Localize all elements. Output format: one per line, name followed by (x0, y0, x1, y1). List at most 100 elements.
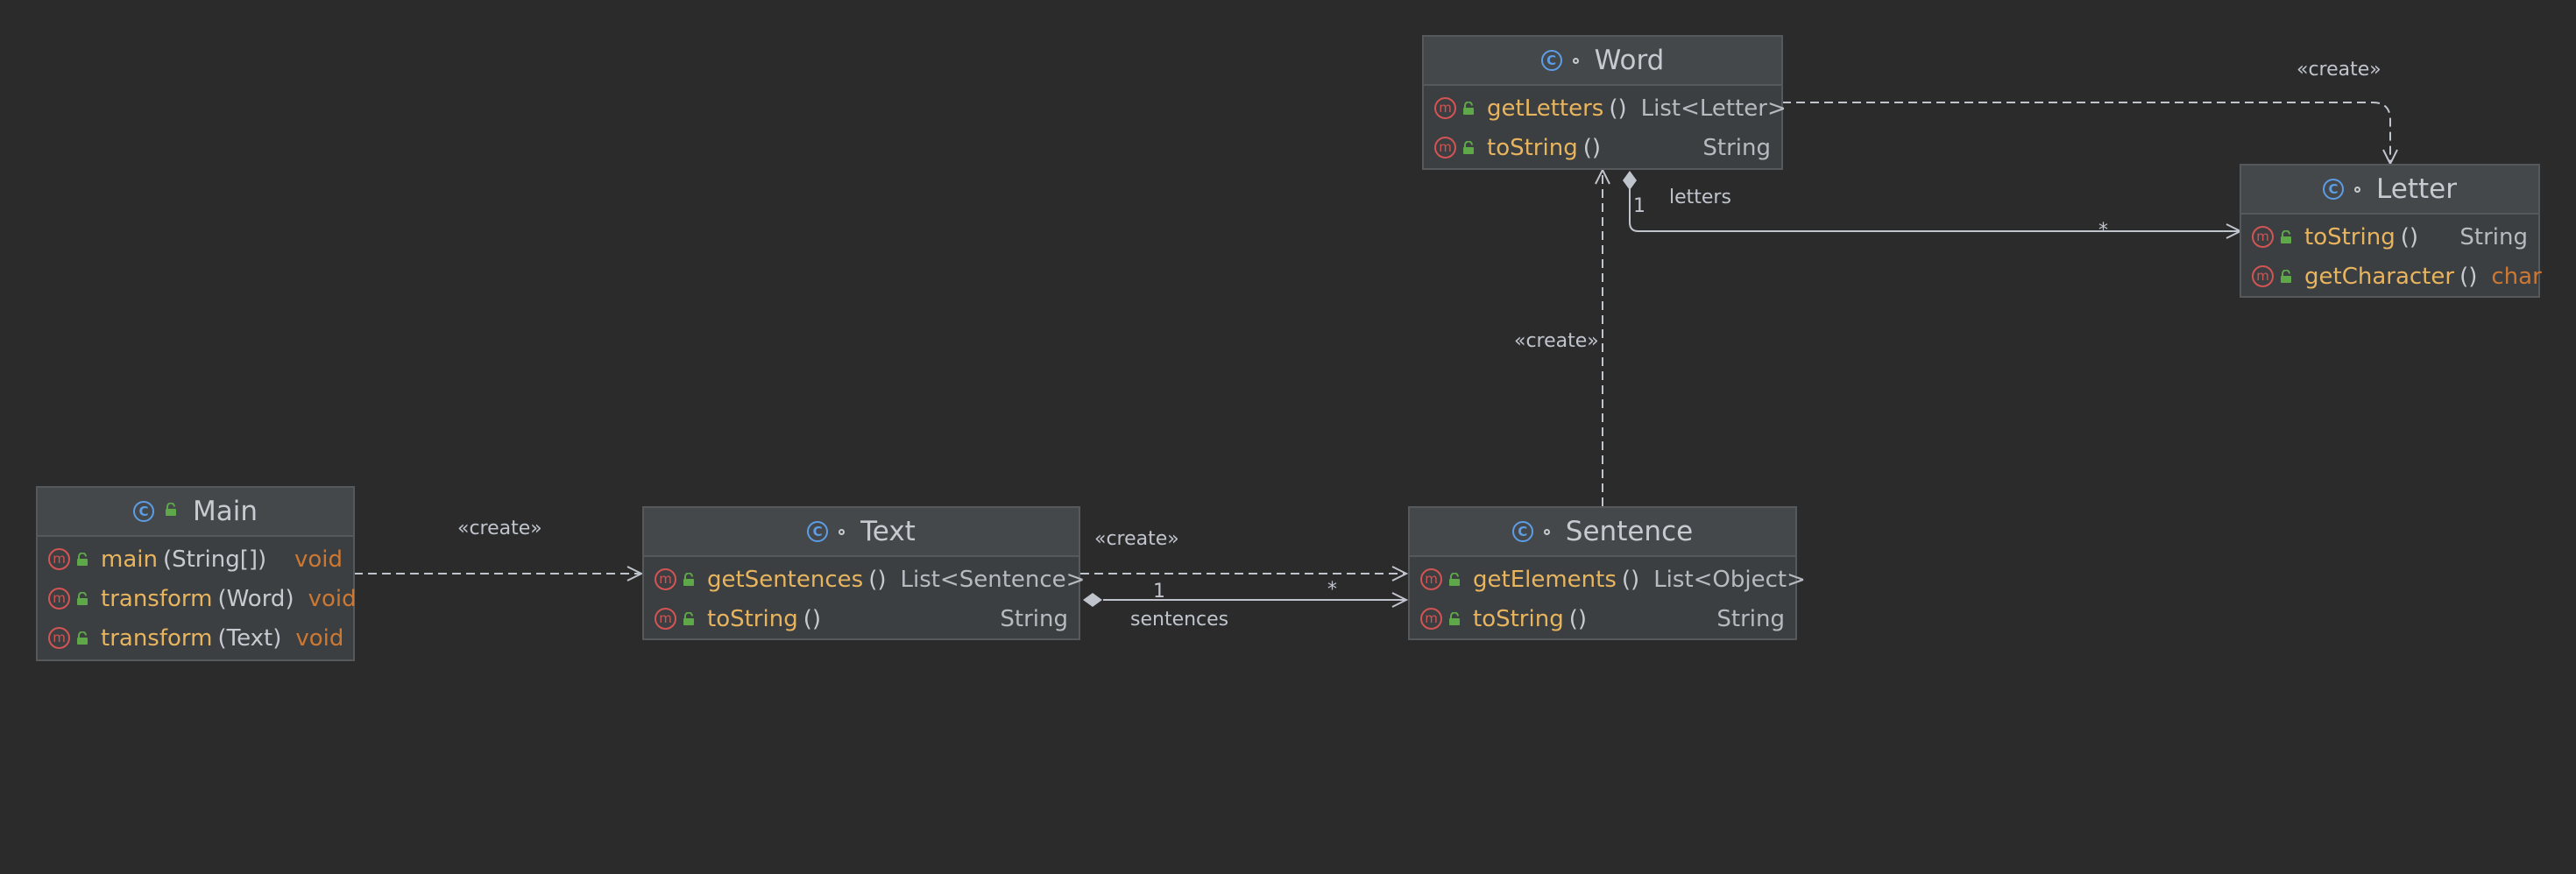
target-multiplicity: * (2098, 220, 2108, 242)
method-return-type: List<Letter> (1640, 95, 1787, 122)
public-lock-icon (1448, 606, 1461, 632)
composition-diamond (1083, 593, 1102, 607)
method-name: toString (707, 605, 798, 632)
edge-word-creates-letter: «create» (1782, 59, 2390, 164)
method-icon: m (2252, 226, 2274, 248)
method-name: getLetters (1487, 95, 1604, 122)
method-icon: m (655, 568, 676, 590)
method-name: toString (1487, 134, 1578, 161)
method-row[interactable]: m toString() String (644, 599, 1079, 638)
method-name: main (101, 546, 158, 573)
class-icon: C (132, 501, 154, 522)
role-label: sentences (1130, 609, 1228, 631)
public-lock-icon (683, 567, 695, 593)
class-icon: C (1540, 50, 1562, 71)
create-stereotype-label: «create» (1514, 330, 1599, 352)
class-icon: C (1511, 521, 1533, 542)
method-icon: m (48, 548, 70, 570)
method-name: toString (2304, 223, 2396, 250)
class-header: C Word (1424, 37, 1781, 86)
method-icon: m (48, 627, 70, 649)
create-stereotype-label: «create» (457, 518, 542, 539)
public-lock-icon (1462, 95, 1475, 122)
composition-line (1629, 189, 2240, 231)
dependency-line (1782, 102, 2390, 164)
class-name: Word (1594, 45, 1665, 76)
method-name: toString (1473, 605, 1564, 632)
method-icon: m (2252, 265, 2274, 287)
edge-text-sentences-composition: 1 * sentences (1083, 579, 1406, 631)
method-return-type: char (2491, 263, 2542, 290)
class-header: C Sentence (1410, 508, 1795, 557)
method-icon: m (1420, 568, 1442, 590)
method-icon: m (1434, 97, 1456, 119)
method-return-type: List<Object> (1653, 566, 1806, 593)
public-lock-icon (76, 546, 88, 573)
method-row[interactable]: m transform(Word) void (38, 579, 357, 618)
method-params: () (868, 566, 887, 593)
method-params: () (2400, 223, 2418, 250)
method-icon: m (655, 608, 676, 630)
class-name: Text (860, 516, 916, 547)
method-params: () (1609, 95, 1627, 122)
source-multiplicity: 1 (1633, 195, 1645, 217)
package-visibility-icon (1572, 57, 1579, 64)
class-icon: C (807, 521, 829, 542)
edge-main-creates-text: «create» (354, 518, 641, 574)
class-name: Letter (2376, 173, 2457, 205)
public-lock-icon (76, 586, 88, 612)
package-visibility-icon (839, 528, 846, 535)
edge-sentence-creates-word: «create» (1514, 170, 1603, 506)
method-name: transform (101, 585, 213, 612)
class-header: C Text (644, 508, 1079, 557)
method-return-type: void (294, 546, 343, 573)
method-params: () (1621, 566, 1640, 593)
method-row[interactable]: m getSentences() List<Sentence> (644, 560, 1085, 599)
method-params: (Word) (217, 585, 294, 612)
class-name: Main (192, 496, 258, 527)
method-params: (Text) (217, 624, 282, 652)
method-return-type: String (1702, 134, 1771, 161)
public-lock-icon (165, 502, 177, 520)
target-multiplicity: * (1327, 579, 1337, 601)
public-lock-icon (1462, 135, 1475, 161)
method-return-type: void (295, 624, 344, 652)
method-name: transform (101, 624, 213, 652)
package-visibility-icon (2354, 186, 2361, 193)
method-name: getSentences (707, 566, 864, 593)
method-icon: m (48, 588, 70, 610)
method-row[interactable]: m toString() String (1410, 599, 1795, 638)
public-lock-icon (76, 625, 88, 652)
method-row[interactable]: m getLetters() List<Letter> (1424, 88, 1787, 128)
method-name: getCharacter (2304, 263, 2455, 290)
method-return-type: void (308, 585, 357, 612)
method-return-type: List<Sentence> (900, 566, 1086, 593)
composition-diamond (1623, 171, 1637, 190)
method-row[interactable]: m toString() String (1424, 128, 1781, 167)
method-row[interactable]: m transform(Text) void (38, 618, 353, 658)
method-params: () (1582, 134, 1601, 161)
class-name: Sentence (1565, 516, 1694, 547)
method-params: () (1568, 605, 1587, 632)
edge-text-creates-sentence: «create» (1080, 528, 1406, 574)
method-return-type: String (1000, 605, 1068, 632)
method-return-type: String (1716, 605, 1785, 632)
method-icon: m (1434, 137, 1456, 159)
method-icon: m (1420, 608, 1442, 630)
method-params: () (803, 605, 821, 632)
